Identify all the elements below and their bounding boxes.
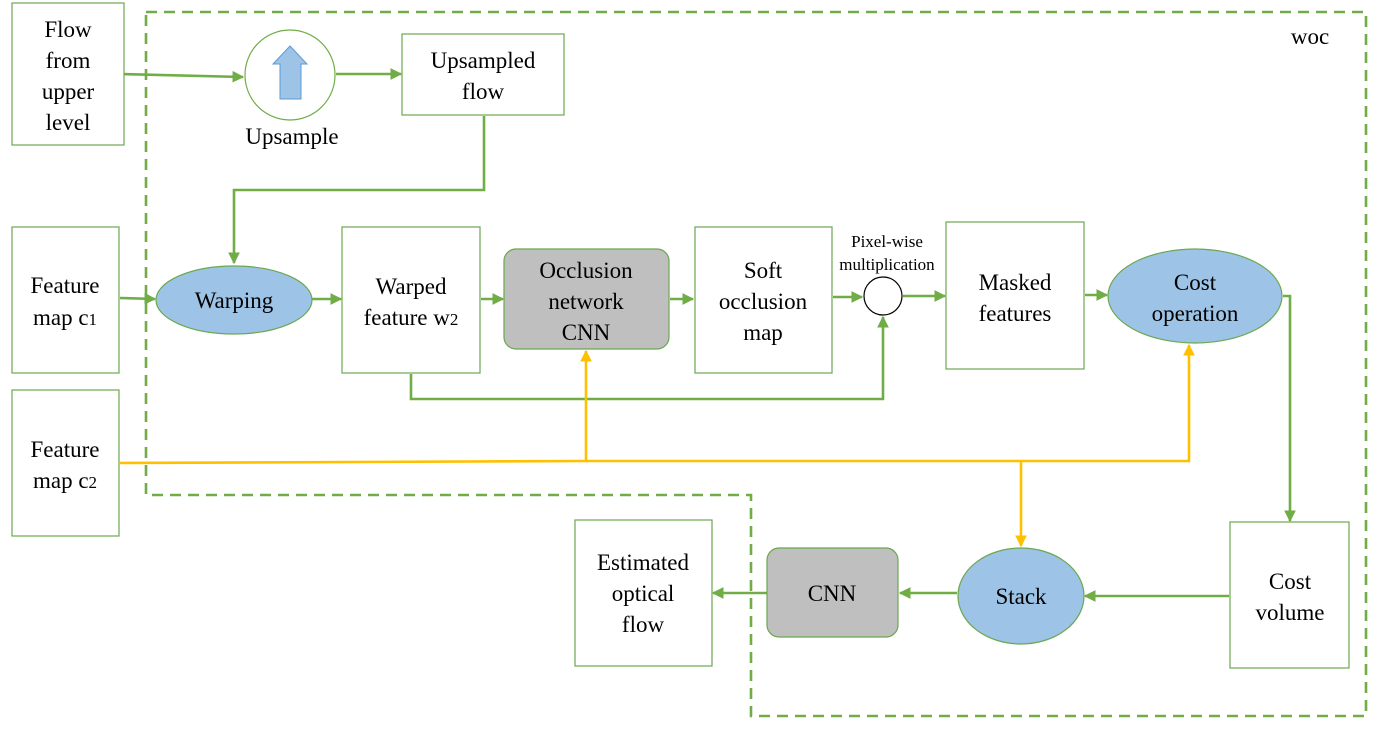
soft-line-3: map: [743, 320, 783, 345]
occlusion-network-node: Occlusion network CNN: [503, 248, 670, 350]
flow-from-upper-level-node: Flow from upper level: [11, 2, 125, 146]
upsampled-line-1: Upsampled: [431, 48, 536, 73]
masked-line-2: features: [979, 301, 1052, 326]
masked-line-1: Masked: [979, 270, 1052, 295]
warped-line-2-main: feature w: [364, 305, 451, 330]
cost-volume-node: Cost volume: [1229, 521, 1350, 669]
estimated-line-1: Estimated: [597, 550, 689, 575]
up-arrow-icon: [271, 45, 309, 100]
soft-line-1: Soft: [744, 258, 783, 283]
woc-region-label: woc: [1291, 24, 1329, 49]
cost-operation-node: Cost operation: [1107, 248, 1283, 344]
upsampled-flow-node: Upsampled flow: [401, 33, 565, 116]
c2-line-2-main: map c: [33, 468, 89, 493]
svg-text:map c1: map c1: [33, 305, 97, 330]
cost-op-line-1: Cost: [1174, 270, 1217, 295]
warped-line-1: Warped: [376, 274, 447, 299]
pixelwise-multiplication-node: Pixel-wise multiplication: [839, 232, 935, 316]
cost-op-line-2: operation: [1152, 301, 1239, 326]
edge-c1-to-warping: [119, 292, 157, 305]
warped-feature-node: Warped feature w2: [341, 226, 481, 374]
estimated-line-2: optical: [612, 581, 675, 606]
stack-node: Stack: [957, 547, 1085, 645]
feature-map-c2-node: Feature map c2: [11, 389, 120, 537]
c2-line-2-sub: 2: [89, 473, 98, 492]
edge-cost-op-to-cost-volume: [1283, 294, 1296, 523]
multiply-circle-icon: [863, 276, 903, 316]
feature-map-c1-node: Feature map c1: [11, 226, 120, 374]
stack-label: Stack: [995, 584, 1047, 609]
pixelwise-line-1: Pixel-wise: [851, 232, 923, 251]
edge-upsampled-to-warping: [228, 116, 486, 265]
upsample-label: Upsample: [245, 124, 338, 149]
occlusion-line-2: network: [548, 289, 624, 314]
edge-warped-to-multiply: [409, 315, 889, 401]
c1-line-2-main: map c: [33, 305, 89, 330]
flow-upper-line-2: from: [46, 48, 91, 73]
cost-volume-line-1: Cost: [1269, 569, 1312, 594]
soft-line-2: occlusion: [719, 289, 808, 314]
woc-region-border: [144, 10, 1368, 718]
cnn-label: CNN: [808, 581, 857, 606]
c2-line-1: Feature: [31, 437, 100, 462]
estimated-optical-flow-node: Estimated optical flow: [574, 519, 713, 667]
upsampled-line-2: flow: [462, 79, 505, 104]
c1-line-1: Feature: [31, 273, 100, 298]
pixelwise-line-2: multiplication: [839, 255, 935, 274]
warped-line-2-sub: 2: [450, 310, 459, 329]
soft-occlusion-map-node: Soft occlusion map: [694, 226, 833, 374]
occlusion-line-3: CNN: [562, 320, 611, 345]
masked-features-node: Masked features: [945, 221, 1085, 370]
flow-upper-line-3: upper: [42, 79, 95, 104]
svg-text:feature w2: feature w2: [364, 305, 459, 330]
flow-upper-line-4: level: [46, 110, 91, 135]
cnn-node: CNN: [766, 547, 899, 638]
cost-volume-line-2: volume: [1256, 600, 1325, 625]
edge-flow-to-upsample: [119, 70, 245, 83]
yellow-edges: [119, 343, 1195, 548]
occlusion-line-1: Occlusion: [539, 258, 633, 283]
upsample-node: Upsample: [244, 29, 339, 149]
flow-upper-line-1: Flow: [44, 17, 92, 42]
edge-c2-bus: [119, 343, 1195, 465]
warping-label: Warping: [195, 288, 274, 313]
estimated-line-3: flow: [622, 612, 665, 637]
svg-text:map c2: map c2: [33, 468, 97, 493]
c1-line-2-sub: 1: [89, 310, 98, 329]
green-edges: [119, 68, 1296, 602]
warping-node: Warping: [155, 265, 313, 335]
